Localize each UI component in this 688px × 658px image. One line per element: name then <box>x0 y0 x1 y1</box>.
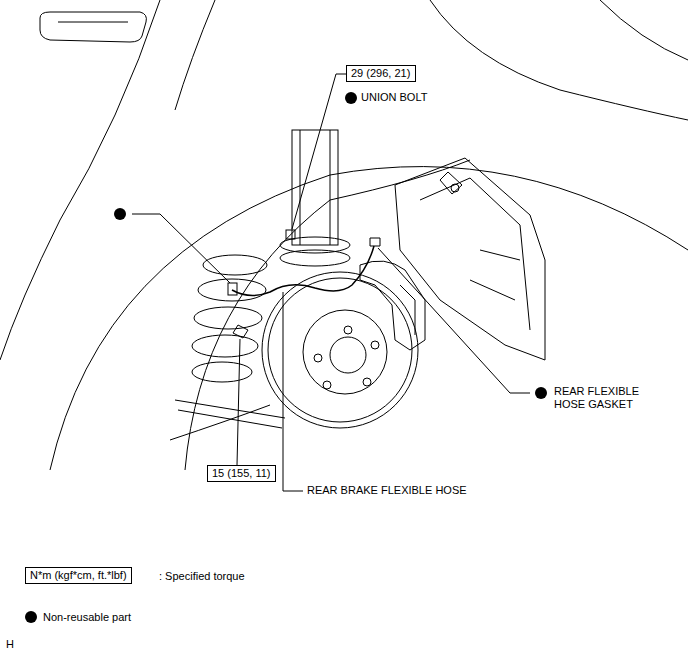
legend-torque-box: N*m (kgf*cm, ft.*lbf) <box>25 567 132 584</box>
part-name: REAR FLEXIBLE HOSE GASKET <box>554 385 658 411</box>
torque-value: 29 (296, 21) <box>351 67 411 80</box>
legend-text: : Specified torque <box>159 570 245 583</box>
part-name: REAR BRAKE FLEXIBLE HOSE <box>307 484 467 497</box>
torque-value: 15 (155, 11) <box>212 467 271 480</box>
torque-box: 29 (296, 21) <box>346 65 416 82</box>
part-name: UNION BOLT <box>361 91 427 104</box>
figure-code: H <box>6 638 14 651</box>
legend-text: Non-reusable part <box>43 611 131 624</box>
torque-box: 15 (155, 11) <box>207 465 276 482</box>
torque-value: N*m (kgf*cm, ft.*lbf) <box>30 569 127 582</box>
